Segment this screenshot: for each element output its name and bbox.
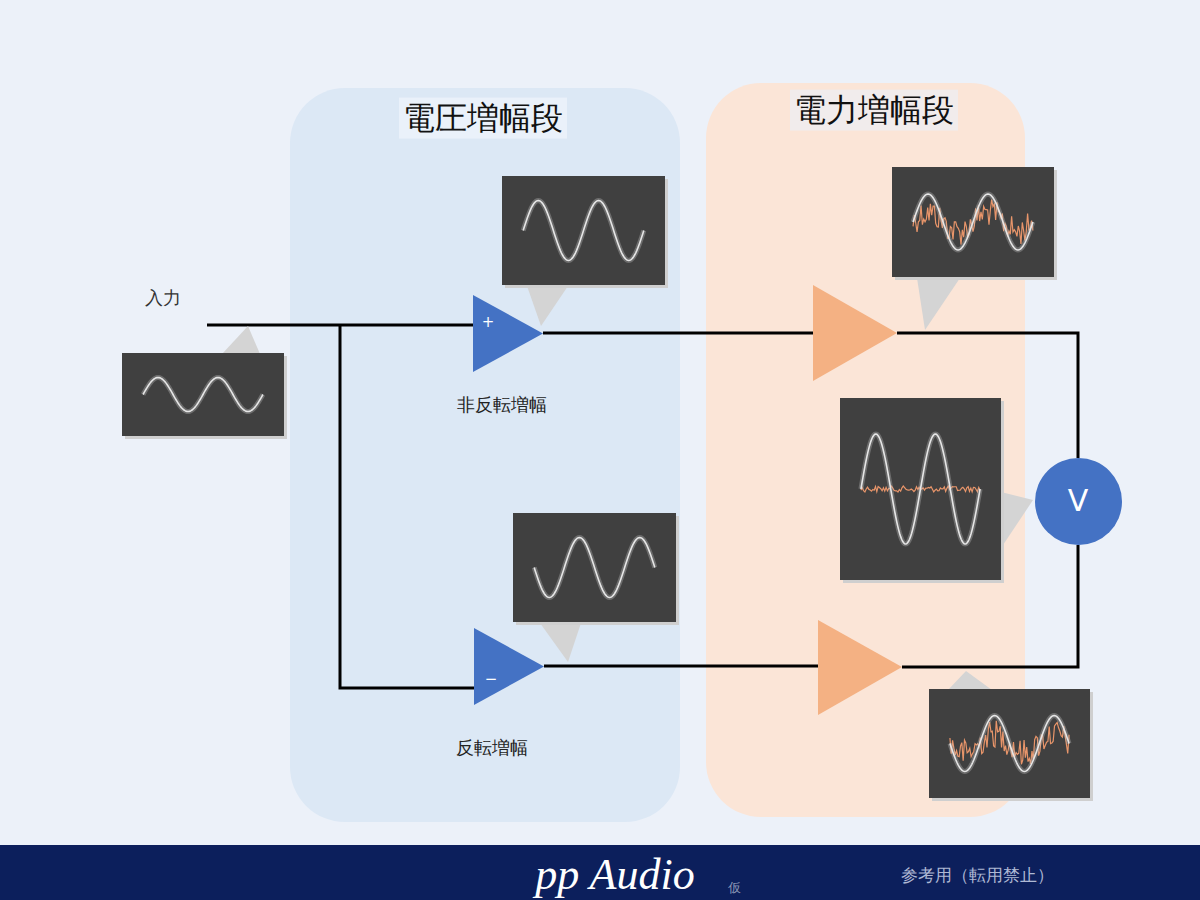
amplifier-label: 非反転増幅	[457, 395, 547, 416]
trace-glow	[523, 201, 644, 261]
callout-pointer	[540, 623, 581, 662]
callout-pointer	[527, 286, 568, 326]
trace-glow	[534, 538, 655, 598]
input-label: 入力	[145, 288, 181, 309]
trace-glow	[861, 434, 980, 544]
footer-bar	[0, 845, 1200, 900]
stage-title: 電圧増幅段	[399, 98, 567, 139]
polarity-sign: +	[482, 314, 495, 331]
amplifier-shape	[474, 628, 544, 705]
callout-pointer	[1001, 492, 1033, 548]
screen-face	[929, 689, 1090, 798]
amplifier-triangle: −反転増幅	[474, 628, 544, 705]
voltmeter-symbol: V	[1068, 484, 1089, 519]
stage-band: 電力増幅段	[706, 83, 1025, 817]
oscilloscope-screens	[122, 167, 1093, 801]
draft-mark: 仮	[728, 881, 741, 896]
amplifier-label: 反転増幅	[456, 738, 528, 759]
trace-glow	[913, 194, 1033, 250]
stage-title: 電力増幅段	[790, 90, 958, 131]
brand-logo: pp Audio	[535, 850, 694, 900]
callout-pointer	[948, 671, 992, 690]
oscilloscope-screen	[840, 398, 1004, 583]
oscilloscope-screen	[513, 513, 679, 625]
voltage-stage-band	[290, 88, 680, 822]
oscilloscope-screen	[892, 167, 1057, 280]
meter-shape	[1035, 458, 1122, 545]
usage-note: 参考用（転用禁止）	[901, 866, 1054, 886]
power-amp-symbol	[813, 285, 897, 381]
sine-trace	[950, 716, 1069, 772]
trace-glow	[950, 716, 1069, 772]
callout-pointer	[917, 278, 960, 330]
screen-face	[513, 513, 676, 622]
oscilloscope-screen	[929, 689, 1093, 801]
screen-face	[892, 167, 1054, 277]
oscilloscope-screen	[122, 353, 287, 439]
amplifier-triangle: +非反転増幅	[473, 295, 543, 372]
power-amp-symbol	[818, 620, 902, 715]
screen-face	[122, 353, 284, 436]
wires	[207, 325, 1078, 688]
voltmeter-circle: V	[1035, 458, 1122, 545]
triangle-outline	[473, 295, 543, 372]
sine-trace	[913, 194, 1033, 250]
oscilloscope-screen	[502, 176, 668, 288]
wire	[543, 332, 813, 335]
polarity-sign: −	[485, 671, 498, 688]
wire	[340, 325, 474, 688]
sine-trace	[523, 201, 644, 261]
triangle-outline	[474, 628, 544, 705]
sine-trace	[143, 378, 263, 412]
screen-face	[840, 398, 1001, 580]
screen-face	[502, 176, 665, 285]
callout-pointers	[222, 278, 1033, 690]
amplifier-shape	[473, 295, 543, 372]
stage-band: +非反転増幅−反転増幅電圧増幅段	[290, 88, 680, 822]
wire	[544, 665, 818, 668]
callout-pointer	[222, 326, 260, 354]
sine-trace	[534, 538, 655, 598]
sine-trace	[861, 434, 980, 544]
trace-glow	[143, 378, 263, 412]
